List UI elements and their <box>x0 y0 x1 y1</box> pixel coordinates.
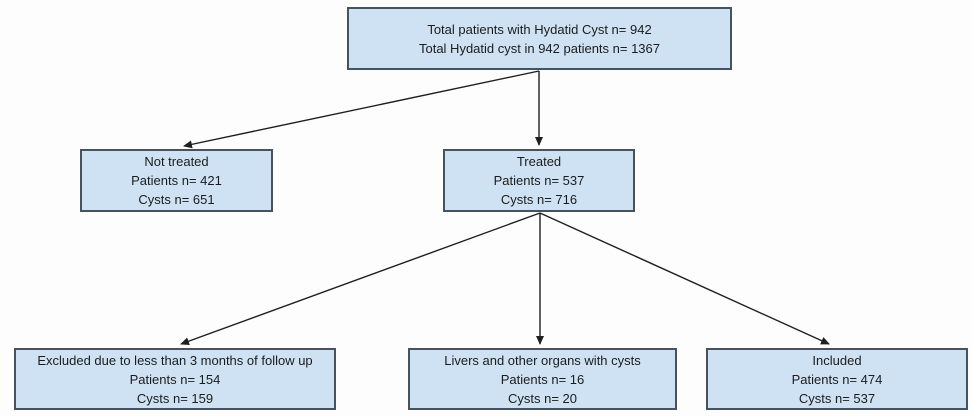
node-not-treated: Not treated Patients n= 421 Cysts n= 651 <box>80 149 273 212</box>
node-line: Total patients with Hydatid Cyst n= 942 <box>427 21 652 37</box>
node-line: Patients n= 154 <box>129 371 221 387</box>
arrow-root-to-not-treated <box>183 70 540 149</box>
node-line: Excluded due to less than 3 months of fo… <box>37 352 313 368</box>
node-line: Patients n= 474 <box>791 371 883 387</box>
arrow-treated-to-included <box>539 212 830 345</box>
arrow-treated-to-excluded <box>180 212 541 346</box>
node-livers-other-organs: Livers and other organs with cysts Patie… <box>408 348 677 410</box>
node-line: Cysts n= 20 <box>507 390 577 406</box>
node-included: Included Patients n= 474 Cysts n= 537 <box>706 348 968 410</box>
node-excluded-follow-up: Excluded due to less than 3 months of fo… <box>14 348 336 410</box>
node-line: Not treated <box>144 154 209 169</box>
node-line: Cysts n= 159 <box>136 390 214 406</box>
node-line: Cysts n= 716 <box>500 192 578 207</box>
node-line: Included <box>812 352 862 368</box>
node-treated: Treated Patients n= 537 Cysts n= 716 <box>443 149 635 212</box>
node-line: Patients n= 421 <box>131 173 222 188</box>
node-line: Patients n= 537 <box>493 173 585 188</box>
node-line: Livers and other organs with cysts <box>444 352 641 368</box>
node-line: Patients n= 16 <box>500 371 585 387</box>
node-total-patients: Total patients with Hydatid Cyst n= 942 … <box>347 7 732 70</box>
node-line: Cysts n= 537 <box>798 390 876 406</box>
node-line: Treated <box>516 154 562 169</box>
node-line: Cysts n= 651 <box>138 192 215 207</box>
node-line: Total Hydatid cyst in 942 patients n= 13… <box>418 40 660 56</box>
